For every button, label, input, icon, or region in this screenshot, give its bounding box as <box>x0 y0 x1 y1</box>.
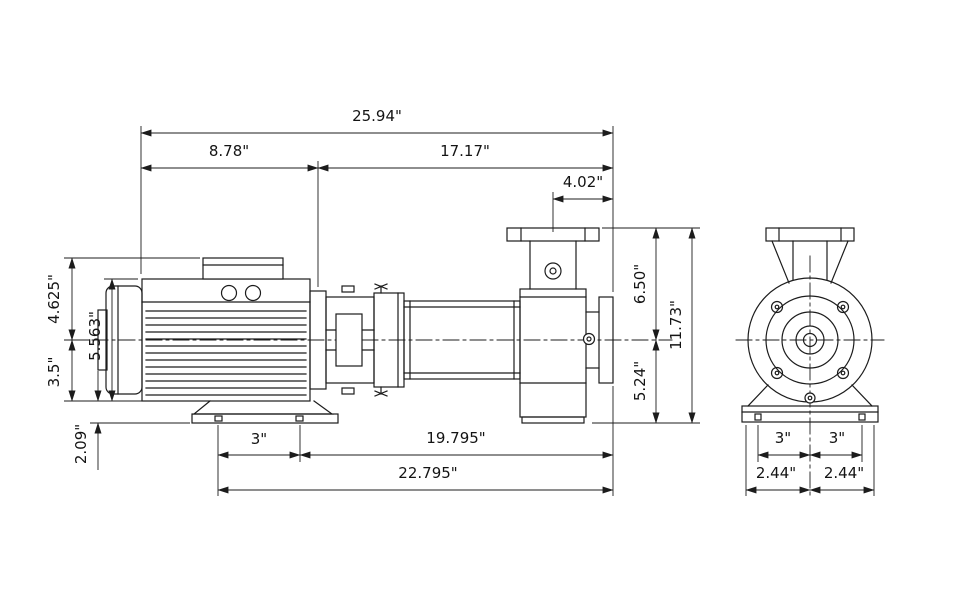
dim-foot-hole-right: 3" <box>829 429 845 447</box>
motor-fins <box>145 310 307 396</box>
cable-gland <box>220 284 238 302</box>
vent-plug-top <box>374 283 388 294</box>
end-view-dimensions: 3" 3" 2.44" 2.44" <box>745 425 875 496</box>
dim-centerline-to-flange-top: 6.50" <box>631 264 649 304</box>
dim-box-to-centerline: 4.625" <box>45 274 63 324</box>
end-dimension-lines <box>745 451 875 494</box>
pump-stack <box>373 292 521 388</box>
terminal-box <box>202 257 284 280</box>
base-hole <box>295 415 304 422</box>
coupling-lantern <box>309 285 375 395</box>
plug <box>582 332 596 346</box>
casing-bolt <box>836 366 850 380</box>
dim-overall-height: 11.73" <box>667 300 685 350</box>
side-view <box>91 227 673 424</box>
dim-discharge-offset: 4.02" <box>563 173 603 191</box>
discharge-housing <box>506 227 614 424</box>
coupling <box>335 313 363 367</box>
bottom-plug <box>804 392 816 404</box>
side-view-dimensions: 25.94" 8.78" 17.17" 4.02" 6.50" 5.24" 11… <box>45 107 700 496</box>
dim-base-half-left: 2.44" <box>756 464 796 482</box>
dim-centerline-to-base: 5.24" <box>631 361 649 401</box>
dim-motor-section: 8.78" <box>209 142 249 160</box>
base-hole <box>858 413 866 421</box>
dim-base-half-right: 2.44" <box>824 464 864 482</box>
cable-gland <box>244 284 262 302</box>
end-baseplate <box>741 405 879 423</box>
end-flange <box>765 227 855 242</box>
casing-bolt <box>770 366 784 380</box>
casing-bolt <box>836 300 850 314</box>
extension-lines <box>64 126 700 496</box>
suction-flange <box>598 296 614 384</box>
dim-base-pad-height: 2.09" <box>72 424 90 464</box>
dim-pump-section: 17.17" <box>440 142 490 160</box>
dim-overall-length: 25.94" <box>352 107 402 125</box>
dimension-lines <box>68 129 696 494</box>
base-hole <box>754 413 762 421</box>
end-view <box>735 227 885 499</box>
motor-baseplate <box>191 400 339 424</box>
casing-bolt <box>770 300 784 314</box>
dim-base-overall: 22.795" <box>398 464 457 482</box>
dim-foot-hole-left: 3" <box>775 429 791 447</box>
motor <box>97 257 311 402</box>
dim-base-hole-offset: 3" <box>251 430 267 448</box>
pump-foot-pad <box>521 416 585 424</box>
base-hole <box>214 415 223 422</box>
gauge-plug <box>544 262 562 280</box>
dim-motor-height: 5.563" <box>86 311 104 361</box>
drain-plug-bottom <box>374 386 388 397</box>
dim-shaft-height: 3.5" <box>45 357 63 388</box>
dim-hole-to-face: 19.795" <box>426 429 485 447</box>
